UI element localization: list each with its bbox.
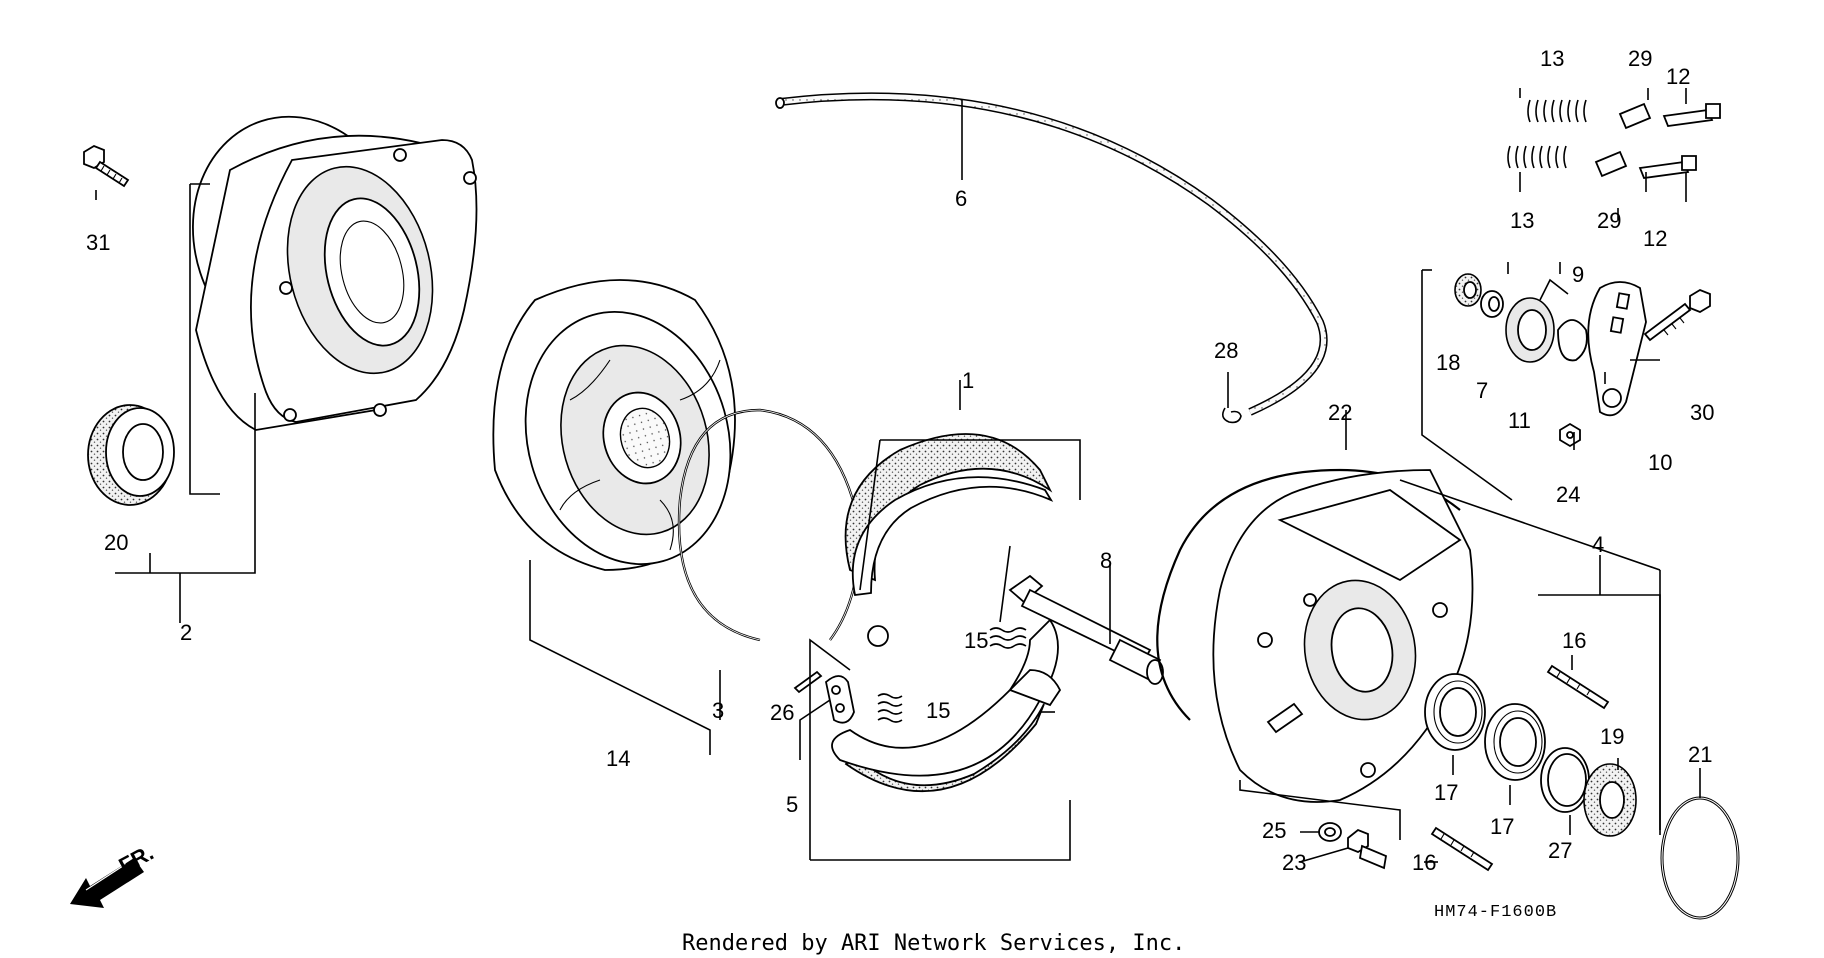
callout-16-lower[interactable]: 16: [1412, 850, 1436, 875]
callout-4[interactable]: 4: [1592, 532, 1604, 557]
callout-13-lower[interactable]: 13: [1510, 208, 1534, 233]
callout-12-lower[interactable]: 12: [1643, 226, 1667, 251]
stud-part-16-upper[interactable]: [1546, 664, 1610, 710]
spring-part-15-lower[interactable]: [877, 693, 903, 723]
callout-7[interactable]: 7: [1476, 378, 1488, 403]
bolt-part-30[interactable]: [1643, 288, 1711, 342]
callout-28[interactable]: 28: [1214, 338, 1238, 363]
pin-part-12-upper[interactable]: [1662, 103, 1721, 127]
spring-part-13-lower[interactable]: [1507, 145, 1567, 169]
seal-part-19[interactable]: [1583, 763, 1637, 837]
callout-12-upper[interactable]: 12: [1666, 64, 1690, 89]
callout-15-lower[interactable]: 15: [926, 698, 950, 723]
callout-20[interactable]: 20: [104, 530, 128, 555]
spring-part-13-upper[interactable]: [1527, 99, 1587, 123]
shim-plate-part-5[interactable]: [825, 675, 855, 724]
stud-part-16-lower[interactable]: [1430, 826, 1494, 872]
seal-part-18[interactable]: [1454, 273, 1482, 307]
bolt-part-23[interactable]: [1347, 828, 1388, 870]
brake-shoe-upper-part-1[interactable]: [844, 433, 1054, 647]
washer-part-7[interactable]: [1480, 290, 1504, 318]
callout-23[interactable]: 23: [1282, 850, 1306, 875]
callout-21[interactable]: 21: [1688, 742, 1712, 767]
circlip-part-27[interactable]: [1540, 747, 1590, 813]
callout-31[interactable]: 31: [86, 230, 110, 255]
callout-labels: 1 2 3 4 5 6 7 8 9 10 11 12 12 13 13 14 1…: [86, 46, 1714, 875]
callout-15-upper[interactable]: 15: [964, 628, 988, 653]
bearing-part-17-right[interactable]: [1484, 703, 1546, 781]
pin-part-12-lower[interactable]: [1638, 155, 1697, 179]
oil-seal-part-20[interactable]: [87, 404, 175, 506]
brake-hub-part-14[interactable]: [492, 279, 759, 589]
callout-18[interactable]: 18: [1436, 350, 1460, 375]
brake-shoe-lower-part-1[interactable]: [831, 618, 1062, 793]
callout-2[interactable]: 2: [180, 620, 192, 645]
callout-19[interactable]: 19: [1600, 724, 1624, 749]
callout-17-left[interactable]: 17: [1434, 780, 1458, 805]
callout-3[interactable]: 3: [712, 698, 724, 723]
indicator-plate-part-9[interactable]: [1557, 319, 1588, 362]
callout-8[interactable]: 8: [1100, 548, 1112, 573]
washer-part-25[interactable]: [1318, 822, 1342, 842]
brake-panel-part-22[interactable]: [1156, 468, 1474, 803]
callout-14[interactable]: 14: [606, 746, 630, 771]
callout-25[interactable]: 25: [1262, 818, 1286, 843]
brake-cam-shaft-part-8[interactable]: [1008, 574, 1164, 685]
collar-part-29-upper[interactable]: [1618, 102, 1652, 130]
leader-lines: [95, 88, 1701, 863]
collar-part-29-lower[interactable]: [1594, 150, 1628, 178]
callout-27[interactable]: 27: [1548, 838, 1572, 863]
callout-16-upper[interactable]: 16: [1562, 628, 1586, 653]
callout-1[interactable]: 1: [962, 368, 974, 393]
callout-30[interactable]: 30: [1690, 400, 1714, 425]
brake-drum-housing-part-2[interactable]: [162, 89, 478, 431]
front-direction-indicator: FR.: [70, 840, 158, 908]
callout-24[interactable]: 24: [1556, 482, 1580, 507]
o-ring-part-21[interactable]: [1660, 796, 1740, 920]
callout-22[interactable]: 22: [1328, 400, 1352, 425]
cotter-pin-part-26[interactable]: [793, 670, 823, 694]
callout-11[interactable]: 11: [1508, 408, 1531, 433]
callout-26[interactable]: 26: [770, 700, 794, 725]
return-spring-part-11[interactable]: [1505, 278, 1569, 363]
render-credit: Rendered by ARI Network Services, Inc.: [682, 931, 1185, 956]
callout-9[interactable]: 9: [1572, 262, 1584, 287]
hose-part-6[interactable]: [775, 92, 1328, 416]
drawing-code: HM74-F1600B: [1434, 903, 1557, 922]
callout-6[interactable]: 6: [955, 186, 967, 211]
brake-arm-part-10[interactable]: [1587, 281, 1647, 417]
callout-5[interactable]: 5: [786, 792, 798, 817]
callout-13-upper[interactable]: 13: [1540, 46, 1564, 71]
clip-part-28[interactable]: [1221, 407, 1242, 424]
callout-10[interactable]: 10: [1648, 450, 1672, 475]
callout-29-lower[interactable]: 29: [1597, 208, 1621, 233]
callout-29-upper[interactable]: 29: [1628, 46, 1652, 71]
nut-part-24[interactable]: [1559, 422, 1581, 448]
callout-17-right[interactable]: 17: [1490, 814, 1514, 839]
spring-part-15-upper[interactable]: [989, 627, 1027, 649]
bolt-part-31[interactable]: [83, 144, 130, 188]
bearing-part-17-left[interactable]: [1424, 673, 1486, 751]
